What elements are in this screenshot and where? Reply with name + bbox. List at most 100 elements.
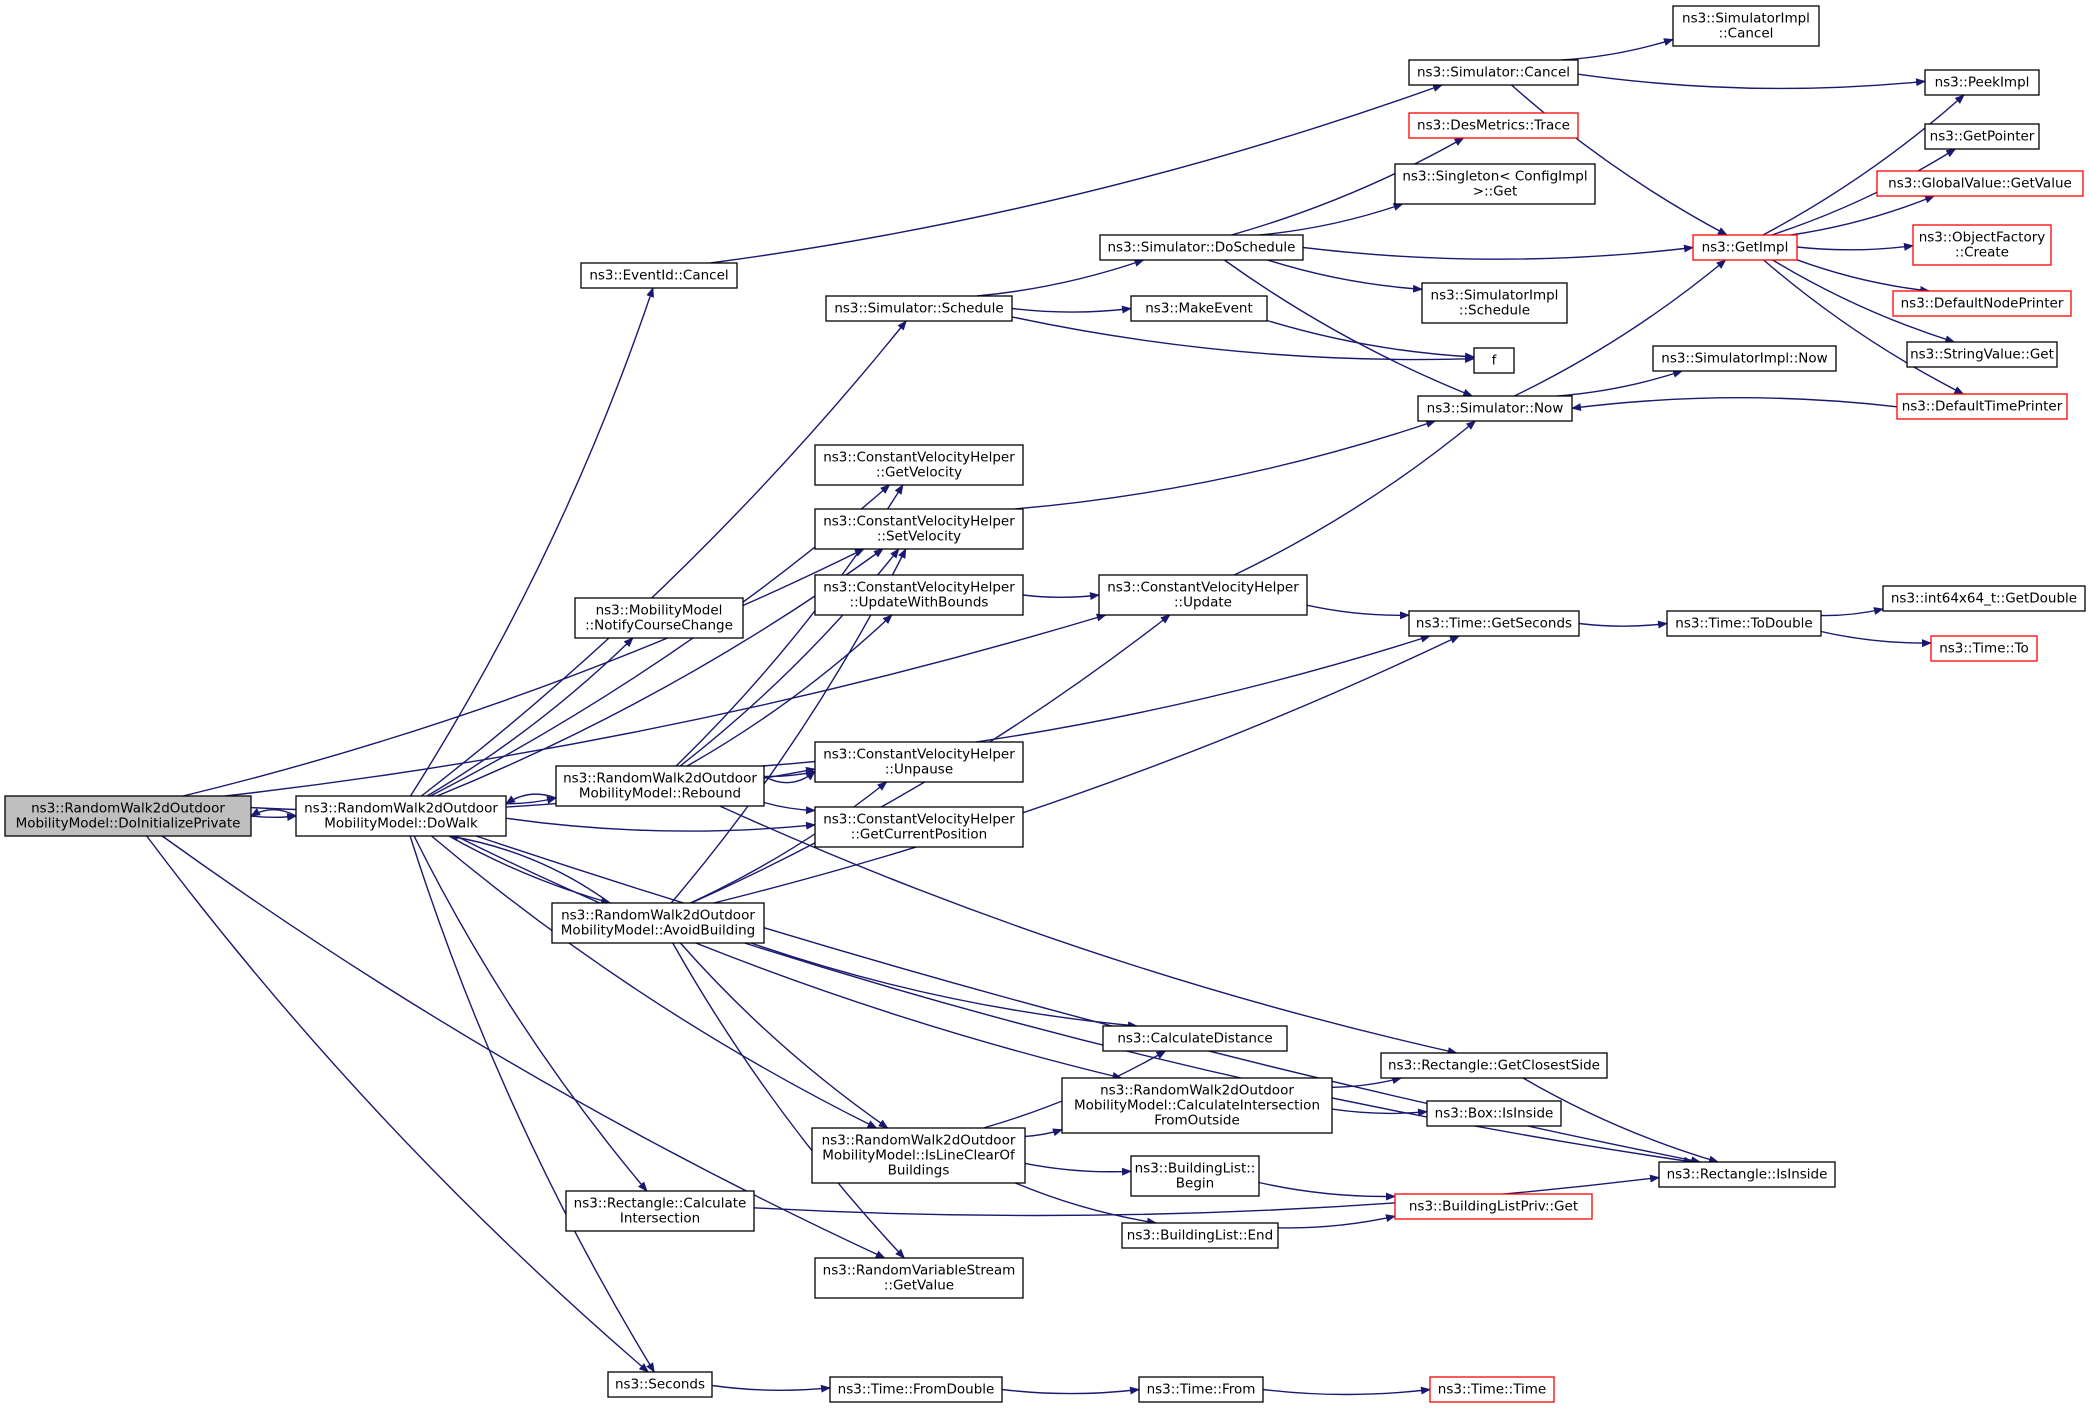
edge-dowalk-to-calcinter <box>455 835 1123 1080</box>
edge-doschedule-to-desmetrics <box>1231 137 1465 236</box>
node-deftimeprinter[interactable]: ns3::DefaultTimePrinter <box>1896 393 2068 420</box>
edge-doinit-to-seconds <box>146 835 650 1373</box>
edge-islineclear-to-blbegin <box>1024 1162 1132 1176</box>
node-cvhupdbounds[interactable]: ns3::ConstantVelocityHelper::UpdateWithB… <box>814 574 1024 616</box>
node-blend[interactable]: ns3::BuildingList::End <box>1121 1222 1279 1249</box>
node-simnow[interactable]: ns3::Simulator::Now <box>1417 395 1573 422</box>
node-strvalueget[interactable]: ns3::StringValue::Get <box>1906 341 2058 368</box>
node-label: ns3::Time::FromDouble <box>838 1382 995 1398</box>
node-getimpl[interactable]: ns3::GetImpl <box>1692 234 1798 261</box>
edge-simschedule-to-doschedule <box>976 259 1145 297</box>
node-label: ns3::SimulatorImpl <box>1682 11 1810 27</box>
node-label: ::SetVelocity <box>877 529 961 545</box>
edge-getimpl-to-objfactory <box>1796 242 1914 251</box>
node-blbegin[interactable]: ns3::BuildingList::Begin <box>1130 1155 1260 1197</box>
edge-doinit-to-dowalk <box>250 813 297 822</box>
node-label: ns3::CalculateDistance <box>1117 1031 1272 1047</box>
edge-simschedule-to-f <box>1011 316 1475 363</box>
node-makeevent[interactable]: ns3::MakeEvent <box>1130 295 1268 322</box>
edge-rebound-to-dowalk <box>505 793 557 805</box>
edge-makeevent-to-f <box>1266 319 1475 361</box>
edge-dowalk-to-cvhgetpos <box>505 817 816 832</box>
node-rvsgetvalue[interactable]: ns3::RandomVariableStream::GetValue <box>814 1257 1024 1299</box>
edge-timefrom-to-timetime <box>1262 1386 1431 1396</box>
node-dowalk[interactable]: ns3::RandomWalk2dOutdoorMobilityModel::D… <box>295 795 507 837</box>
edge-cvhsetvel-to-simnow <box>1014 420 1437 510</box>
node-int64getdouble[interactable]: ns3::int64x64_t::GetDouble <box>1882 585 2086 612</box>
node-cvhunpause[interactable]: ns3::ConstantVelocityHelper::Unpause <box>814 741 1024 783</box>
node-timefrom[interactable]: ns3::Time::From <box>1138 1376 1264 1403</box>
node-simimplnow[interactable]: ns3::SimulatorImpl::Now <box>1652 345 1837 372</box>
node-label: Begin <box>1176 1176 1214 1192</box>
node-label: ns3::Time::To <box>1939 641 2029 657</box>
node-label: ns3::RandomWalk2dOutdoor <box>1100 1083 1294 1099</box>
edge-doinit-to-cvhsetvel <box>182 548 865 797</box>
node-avoidbuilding[interactable]: ns3::RandomWalk2dOutdoorMobilityModel::A… <box>551 902 765 944</box>
node-cvhgetpos[interactable]: ns3::ConstantVelocityHelper::GetCurrentP… <box>814 806 1024 848</box>
node-calcinter[interactable]: ns3::RandomWalk2dOutdoorMobilityModel::C… <box>1061 1077 1333 1134</box>
node-peekimpl[interactable]: ns3::PeekImpl <box>1924 69 2040 96</box>
node-label: ns3::RandomWalk2dOutdoor <box>561 908 755 924</box>
node-singleton[interactable]: ns3::Singleton< ConfigImpl >::Get <box>1394 163 1596 205</box>
node-notifycourse[interactable]: ns3::MobilityModel::NotifyCourseChange <box>574 597 744 639</box>
node-simimplschedule[interactable]: ns3::SimulatorImpl::Schedule <box>1421 282 1568 324</box>
node-box <box>565 1190 755 1232</box>
edge-avoidbuilding-to-getseconds <box>713 635 1461 904</box>
node-label: MobilityModel::DoWalk <box>324 816 478 832</box>
node-cvhgetvel[interactable]: ns3::ConstantVelocityHelper::GetVelocity <box>814 444 1024 486</box>
edge-dowalk-to-doinit <box>250 808 297 817</box>
node-box <box>555 765 765 807</box>
node-boxinside[interactable]: ns3::Box::IsInside <box>1426 1100 1562 1127</box>
edge-avoidbuilding-to-dowalk <box>448 833 611 904</box>
node-defnodeprinter[interactable]: ns3::DefaultNodePrinter <box>1892 290 2072 317</box>
node-rebound[interactable]: ns3::RandomWalk2dOutdoorMobilityModel::R… <box>555 765 765 807</box>
node-label: ::Cancel <box>1719 26 1774 42</box>
node-box <box>1692 234 1798 261</box>
node-box <box>814 741 1024 783</box>
node-islineclear[interactable]: ns3::RandomWalk2dOutdoorMobilityModel::I… <box>811 1127 1026 1184</box>
edge-fromdouble-to-timefrom <box>1001 1386 1140 1395</box>
edge-doschedule-to-getimpl <box>1302 244 1694 260</box>
node-getpointer[interactable]: ns3::GetPointer <box>1924 123 2040 150</box>
node-simimplcancel[interactable]: ns3::SimulatorImpl::Cancel <box>1672 5 1820 47</box>
node-rectclosest[interactable]: ns3::Rectangle::GetClosestSide <box>1380 1052 1608 1079</box>
edge-eventcancel-to-simcancel <box>710 84 1444 264</box>
node-rectisinside[interactable]: ns3::Rectangle::IsInside <box>1658 1161 1836 1188</box>
node-label: MobilityModel::CalculateIntersection <box>1074 1098 1320 1114</box>
edge-cvhupdate-to-simnow <box>1233 420 1477 576</box>
node-rectcalcinter[interactable]: ns3::Rectangle::CalculateIntersection <box>565 1190 755 1232</box>
node-label: ::GetValue <box>884 1278 954 1294</box>
node-box <box>814 574 1024 616</box>
node-label: MobilityModel::Rebound <box>579 786 741 802</box>
node-f[interactable]: f <box>1473 347 1515 374</box>
node-getseconds[interactable]: ns3::Time::GetSeconds <box>1408 610 1580 637</box>
node-eventcancel[interactable]: ns3::EventId::Cancel <box>580 262 738 289</box>
node-timetime[interactable]: ns3::Time::Time <box>1429 1376 1555 1403</box>
node-gvgetvalue[interactable]: ns3::GlobalValue::GetValue <box>1876 170 2084 197</box>
edge-rectclosest-to-rectisinside <box>1522 1077 1719 1164</box>
node-blprivget[interactable]: ns3::BuildingListPriv::Get <box>1394 1193 1593 1220</box>
node-doinit[interactable]: ns3::RandomWalk2dOutdoorMobilityModel::D… <box>4 795 252 837</box>
node-label: ns3::int64x64_t::GetDouble <box>1891 591 2077 607</box>
node-cvhupdate[interactable]: ns3::ConstantVelocityHelper::Update <box>1098 574 1308 616</box>
node-desmetrics[interactable]: ns3::DesMetrics::Trace <box>1408 112 1579 139</box>
node-simschedule[interactable]: ns3::Simulator::Schedule <box>825 295 1013 322</box>
node-cvhsetvel[interactable]: ns3::ConstantVelocityHelper::SetVelocity <box>814 508 1024 550</box>
node-doschedule[interactable]: ns3::Simulator::DoSchedule <box>1099 234 1304 261</box>
node-objfactory[interactable]: ns3::ObjectFactory::Create <box>1912 224 2052 266</box>
node-timeto[interactable]: ns3::Time::To <box>1930 635 2038 662</box>
node-simcancel[interactable]: ns3::Simulator::Cancel <box>1408 59 1579 86</box>
node-box <box>1652 345 1837 372</box>
node-calcdist[interactable]: ns3::CalculateDistance <box>1102 1025 1288 1052</box>
node-fromdouble[interactable]: ns3::Time::FromDouble <box>829 1376 1003 1403</box>
node-label: ns3::ConstantVelocityHelper <box>823 747 1015 763</box>
node-layer: ns3::RandomWalk2dOutdoor MobilityModel::D… <box>4 5 2086 1403</box>
node-todouble[interactable]: ns3::Time::ToDouble <box>1666 610 1822 637</box>
edge-rebound-to-rectclosest <box>719 805 1458 1055</box>
node-box <box>814 1257 1024 1299</box>
node-label: FromOutside <box>1154 1113 1240 1129</box>
node-label: ns3::Simulator::Now <box>1427 401 1564 417</box>
edge-getimpl-to-gvgetvalue <box>1790 195 1936 236</box>
node-seconds[interactable]: ns3::Seconds <box>607 1371 713 1398</box>
